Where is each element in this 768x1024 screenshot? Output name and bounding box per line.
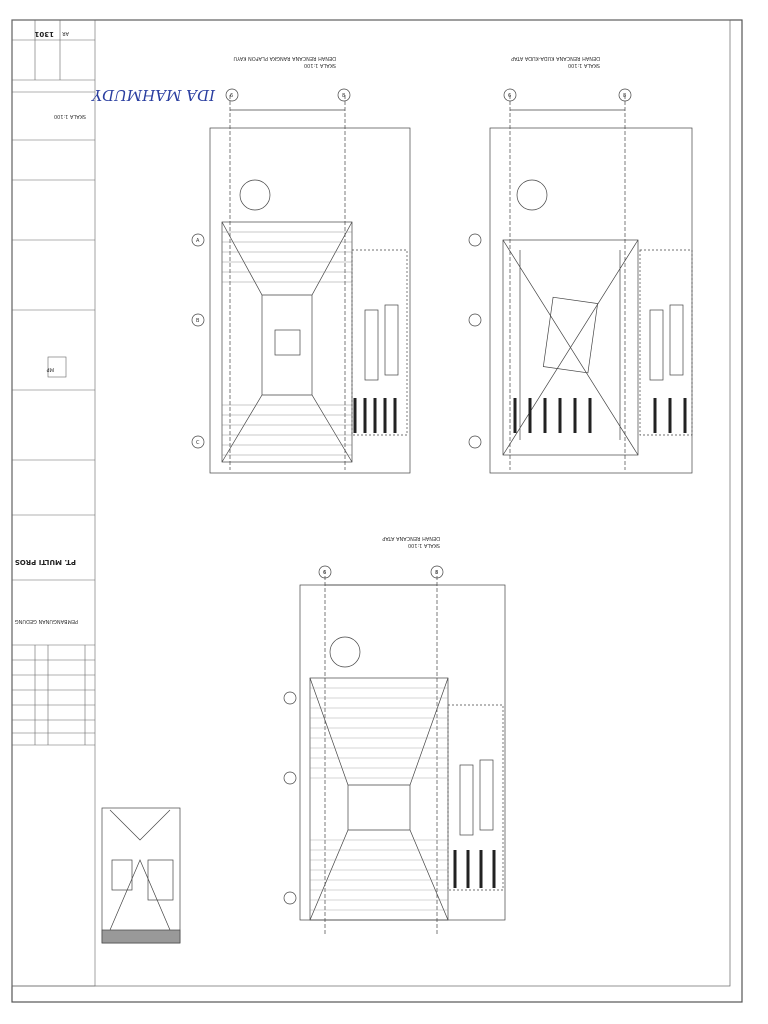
project-name: PEMBANGUNAN GEDUNG (15, 618, 78, 624)
inner-border (11, 19, 731, 987)
plan-roof (283, 565, 506, 935)
plan-3-tiles (310, 687, 448, 911)
key-plan (101, 807, 181, 944)
svg-text:IDA MAHMUDY: IDA MAHMUDY (90, 86, 216, 104)
sheet-border (11, 19, 743, 1003)
drawing-title-3: DENAH RENCANA ATAP (382, 535, 440, 541)
grid-label: A (196, 238, 200, 244)
drawing-title-1: DENAH RENCANA RANGKA PLAFON KAYU (233, 55, 336, 61)
plan-roof-trusses (468, 88, 693, 474)
grid-label: 8 (623, 93, 626, 99)
grid-label: C (196, 440, 200, 446)
grid-label: B (196, 318, 200, 324)
logo-text: MP (47, 366, 54, 372)
sheet-code: AR (62, 30, 69, 36)
title-block-scale: SKALA 1:100 (54, 113, 86, 119)
drawing-title-2: DENAH RENCANA KUDA-KUDA ATAP (511, 55, 600, 61)
grid-label: 6 (323, 570, 326, 576)
grid-label: 8 (435, 570, 438, 576)
company-name: PT. MULTI PROS (15, 558, 76, 566)
title-block (11, 19, 96, 987)
drawing-scale-3: SKALA 1:100 (408, 542, 440, 548)
signature: IDA MAHMUDY (90, 86, 216, 104)
sheet-number: 1301 (34, 30, 54, 38)
plan-1-hatch (222, 231, 397, 456)
plan-ceiling-frame (191, 88, 411, 474)
grid-label: 6 (230, 93, 233, 99)
grid-label: 8 (342, 93, 345, 99)
drawing-scale-2: SKALA 1:100 (568, 62, 600, 68)
drawing-scale-1: SKALA 1:100 (304, 62, 336, 68)
grid-label: 6 (508, 93, 511, 99)
